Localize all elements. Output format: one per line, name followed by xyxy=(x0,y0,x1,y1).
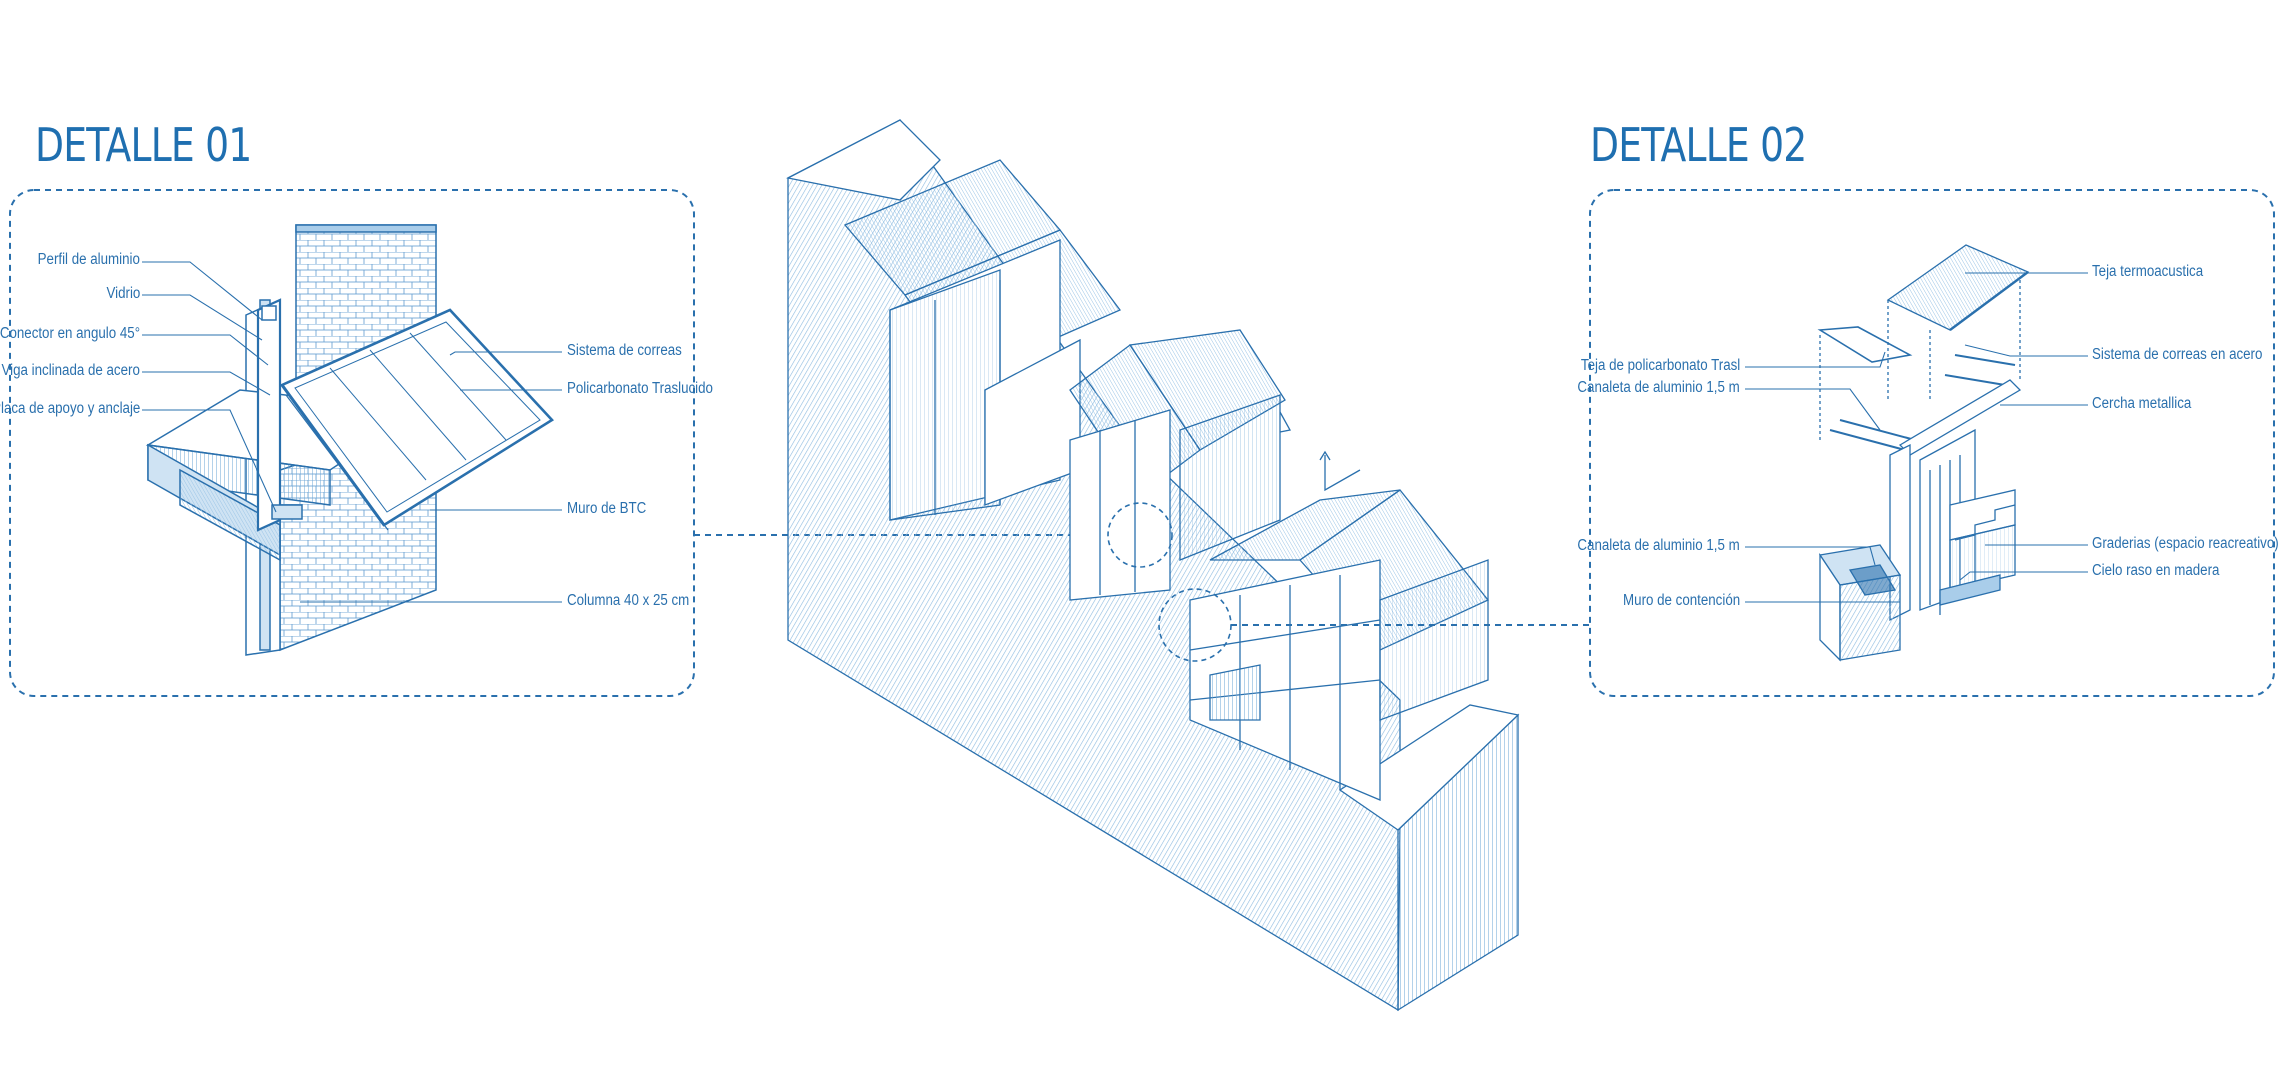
label-viga-inclinada: Viga inclinada de acero xyxy=(1,362,140,379)
detail-02-drawing xyxy=(1817,244,2030,662)
label-teja-policarbonato: Teja de policarbonato Trasl xyxy=(1580,357,1740,374)
label-policarbonato: Policarbonato Traslucido xyxy=(567,380,713,397)
detail-01-title: DETALLE 01 xyxy=(35,118,252,172)
label-teja-termoacustica: Teja termoacustica xyxy=(2092,263,2204,280)
label-muro-contencion: Muro de contención xyxy=(1622,592,1740,609)
detail-01-leaders xyxy=(142,261,562,603)
label-conector-angulo: Conector en angulo 45° xyxy=(0,325,140,342)
detail-01-frame xyxy=(9,189,695,697)
label-canaleta-2: Canaleta de aluminio 1,5 m xyxy=(1577,537,1740,554)
detail-02-frame xyxy=(1589,189,2275,697)
label-sistema-correas: Sistema de correas xyxy=(567,342,682,359)
label-sistema-correas-acero: Sistema de correas en acero xyxy=(2092,346,2263,363)
label-perfil-aluminio: Perfil de aluminio xyxy=(37,251,140,268)
detail-01-drawing xyxy=(145,224,555,656)
detail-01-callout-circle xyxy=(1107,502,1173,568)
label-placa-apoyo: Placa de apoyo y anclaje xyxy=(0,400,140,417)
label-canaleta-1: Canaleta de aluminio 1,5 m xyxy=(1577,379,1740,396)
label-columna: Columna 40 x 25 cm xyxy=(567,592,690,609)
label-vidrio: Vidrio xyxy=(106,285,140,302)
label-graderias: Graderias (espacio reacreativo) xyxy=(2092,535,2279,552)
label-cielo-raso: Cielo raso en madera xyxy=(2092,562,2220,579)
detail-02-title: DETALLE 02 xyxy=(1590,118,1807,172)
label-cercha-metallica: Cercha metallica xyxy=(2092,395,2192,412)
detail-02-leaders xyxy=(1745,272,2088,603)
label-muro-btc: Muro de BTC xyxy=(567,500,647,517)
main-axonometric xyxy=(786,119,1520,1012)
